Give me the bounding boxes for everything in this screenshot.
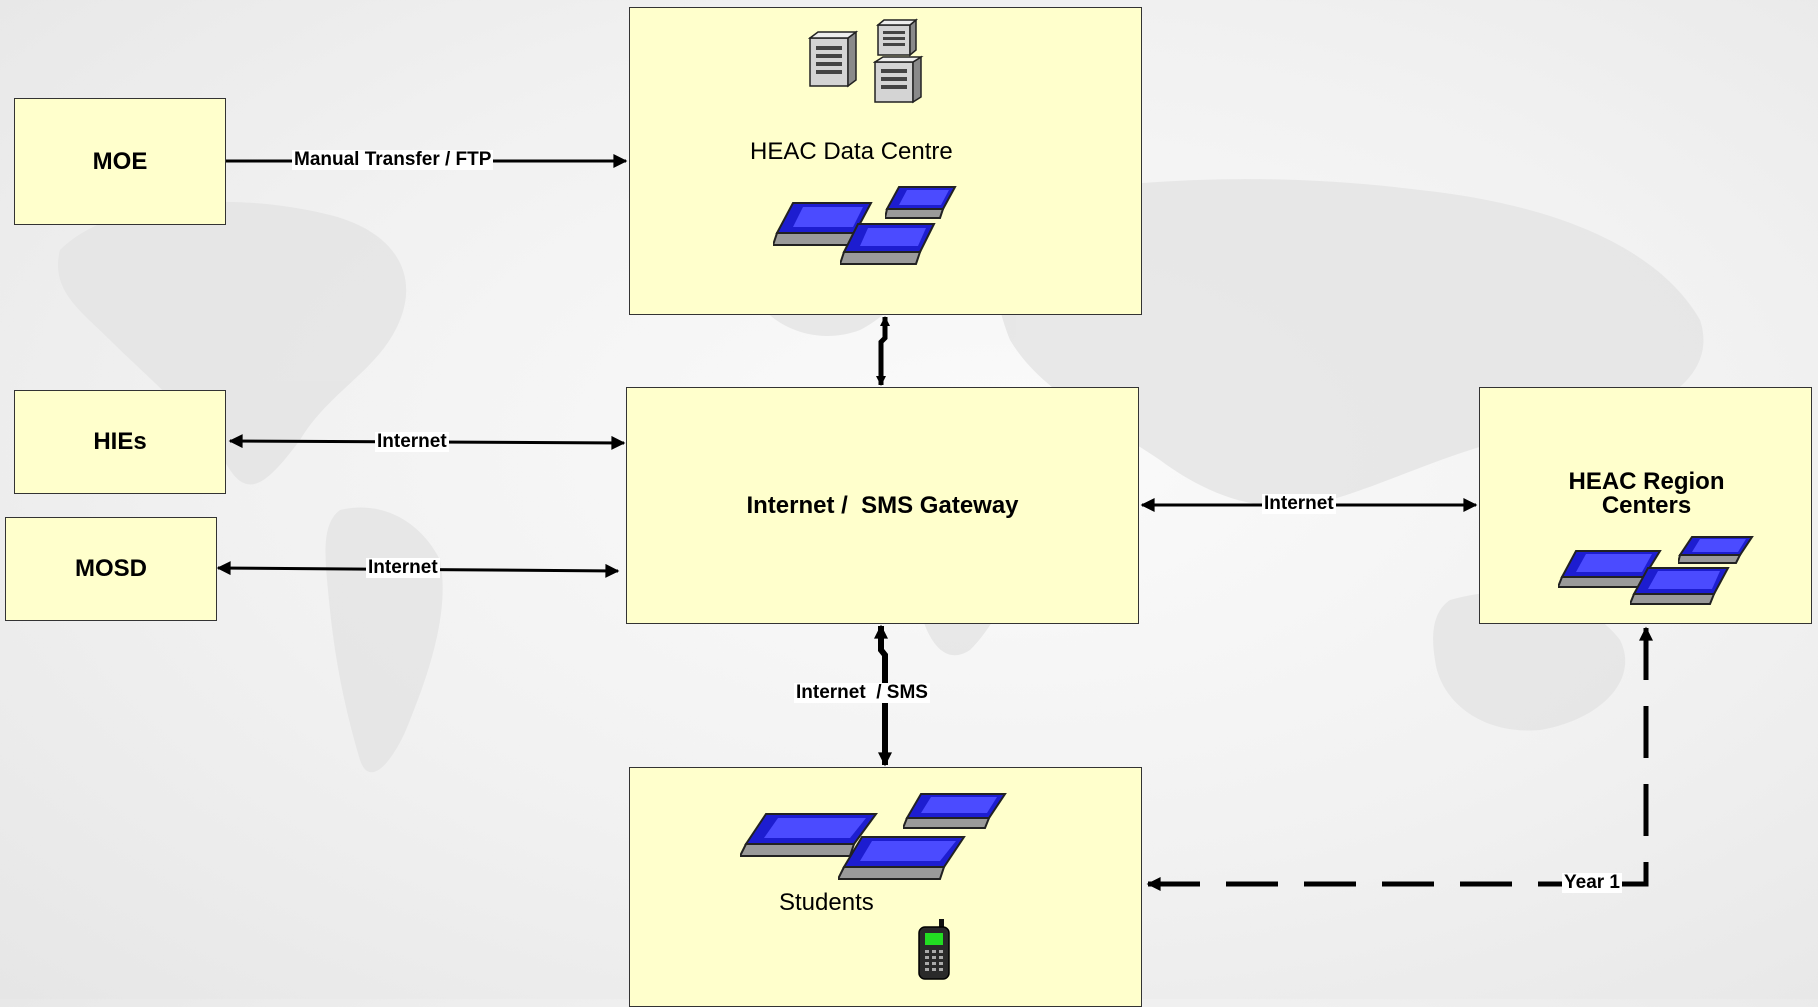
- moe-label: MOE: [92, 147, 148, 175]
- laptop-icon: [838, 836, 966, 880]
- mosd-label: MOSD: [75, 555, 147, 582]
- laptop-icon: [885, 186, 957, 219]
- node-moe: MOE: [14, 98, 226, 225]
- node-gateway: Internet / SMS Gateway: [626, 387, 1139, 624]
- node-hies: HIEs: [14, 390, 226, 494]
- edge-gateway-students: [874, 624, 892, 767]
- server-icon: [876, 18, 919, 57]
- edge-label-mosd-gateway: Internet: [366, 557, 440, 578]
- region-centers-label: HEAC Region Centers: [1568, 468, 1725, 519]
- edge-label-region-students: Year 1: [1562, 872, 1622, 893]
- edge-label-moe-datacentre: Manual Transfer / FTP: [292, 149, 494, 170]
- edge-label-hies-gateway: Internet: [375, 431, 449, 452]
- laptop-icon: [1678, 536, 1754, 564]
- edge-datacentre-gateway: [876, 316, 890, 386]
- node-data-centre: HEAC Data Centre: [629, 7, 1142, 315]
- laptop-icon: [1630, 567, 1730, 605]
- gateway-label: Internet / SMS Gateway: [746, 491, 1019, 519]
- hies-label: HIEs: [93, 428, 147, 455]
- server-icon: [873, 55, 924, 104]
- node-mosd: MOSD: [5, 517, 217, 621]
- server-icon: [808, 30, 859, 88]
- mobile-phone-icon: [918, 919, 950, 980]
- students-label: Students: [779, 889, 874, 916]
- node-students: Students: [629, 767, 1142, 1007]
- laptop-icon: [903, 793, 1007, 829]
- node-region-centers: HEAC Region Centers: [1479, 387, 1812, 624]
- laptop-icon: [740, 813, 878, 857]
- data-centre-label: HEAC Data Centre: [750, 138, 953, 165]
- laptop-icon: [1558, 550, 1662, 588]
- edge-region-students: [1146, 626, 1653, 891]
- edge-label-gateway-region: Internet: [1262, 493, 1336, 514]
- edge-label-gateway-students: Internet / SMS: [794, 682, 930, 703]
- laptop-icon: [840, 223, 936, 265]
